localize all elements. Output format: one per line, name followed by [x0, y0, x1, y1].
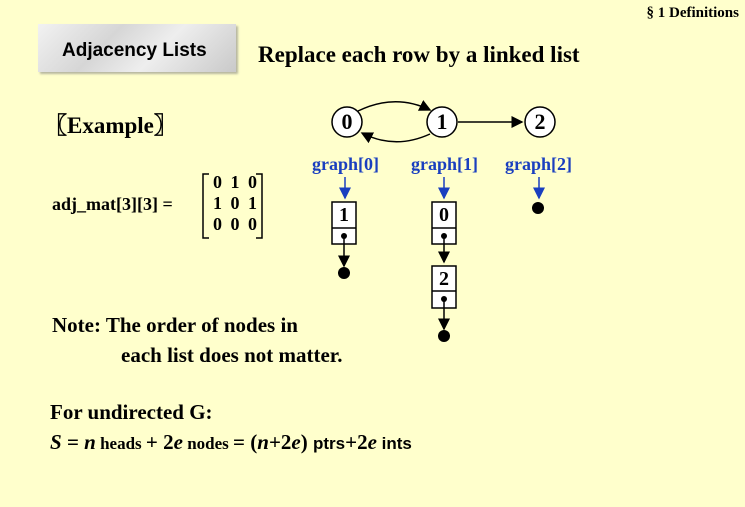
list1-value-0: 0	[439, 204, 449, 226]
slide-title: Adjacency Lists	[62, 40, 207, 61]
matrix-label: adj_mat[3][3] =	[52, 194, 173, 214]
graph-node-2	[524, 106, 556, 138]
matrix-row-1: 1 0 1	[213, 193, 259, 213]
note-line-1: Note: The order of nodes in	[52, 313, 298, 337]
list0-value-0: 1	[339, 204, 349, 226]
edge-1-0	[360, 132, 431, 144]
title-banner	[38, 24, 236, 72]
list2-null	[532, 202, 544, 214]
space-formula: S = n heads + 2e nodes = (n+2e) ptrs+2e …	[50, 430, 412, 454]
graph-node-1	[426, 106, 458, 138]
matrix-row-0: 0 1 0	[213, 172, 259, 192]
node-label-1: 1	[436, 109, 448, 134]
head-label-1: graph[1]	[411, 154, 478, 174]
head-label-2: graph[2]	[505, 154, 572, 174]
list0-null	[338, 267, 350, 279]
undirected-heading: For undirected G:	[50, 400, 213, 424]
node-label-0: 0	[341, 109, 353, 134]
section-label: § 1 Definitions	[646, 5, 739, 21]
matrix-brackets	[202, 173, 263, 239]
note-line-2: each list does not matter.	[121, 343, 343, 367]
graph-node-0	[331, 106, 363, 138]
head-label-0: graph[0]	[312, 154, 379, 174]
list1-null	[438, 330, 450, 342]
slide-subtitle: Replace each row by a linked list	[258, 42, 580, 67]
example-heading: 〖Example〗	[44, 113, 177, 138]
list1-value-1: 2	[439, 268, 449, 290]
edge-0-1	[357, 100, 432, 112]
node-label-2: 2	[534, 109, 546, 134]
matrix-row-2: 0 0 0	[213, 214, 259, 234]
